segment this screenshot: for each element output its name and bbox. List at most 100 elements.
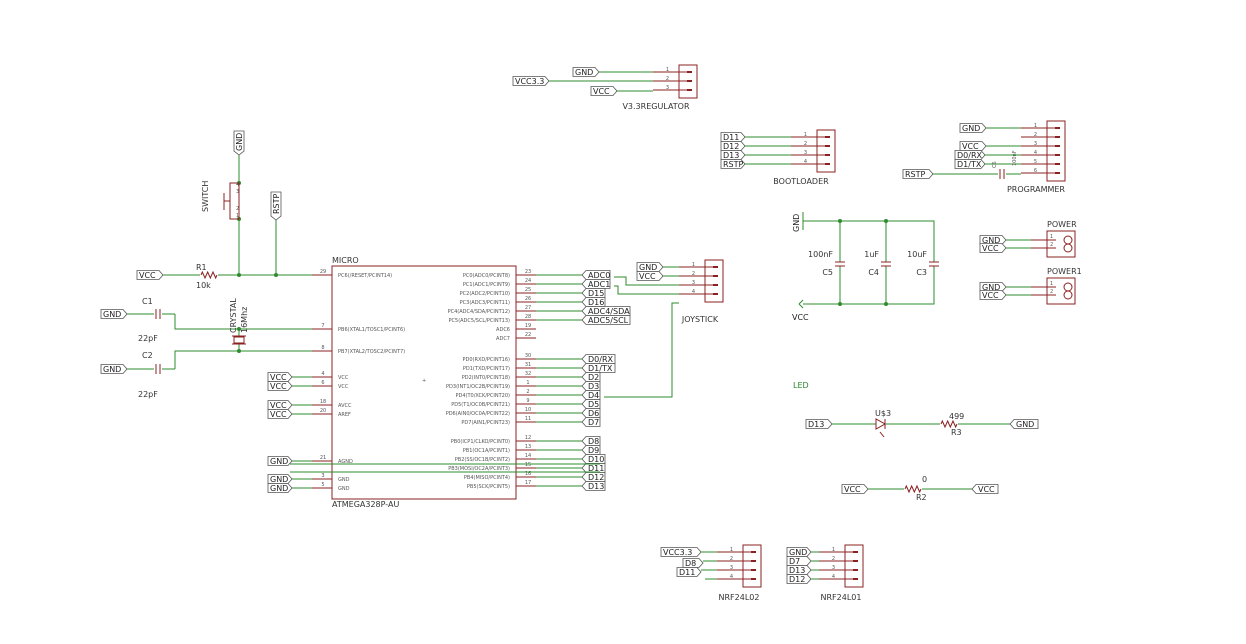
mcu-pin-name: PD3(INT1/OC2B/PCINT19) [446, 384, 510, 390]
mcu-value: ATMEGA328P-AU [332, 500, 399, 509]
pin-number: 3 [804, 150, 807, 156]
pin-socket [853, 551, 858, 553]
nrf1-net-1: D7 [786, 556, 812, 566]
c2-name: C2 [142, 351, 153, 360]
cap-value: 10uF [907, 250, 927, 259]
net-label-text: D16 [588, 298, 604, 307]
nrf2-v33-flag: VCC3.3 [660, 547, 702, 557]
net-label-12: D4 [581, 390, 601, 400]
net-label-text: D0/RX [957, 151, 983, 160]
pin-socket [1055, 127, 1060, 129]
mcu-pin-name: PB6(XTAL1/TOSC1/PCINT6) [338, 327, 405, 333]
bootloader-net-3: RSTP [720, 159, 746, 169]
pin-number: 6 [1034, 168, 1037, 174]
mcu-pin-name: ADC7 [496, 336, 510, 342]
pin-number: 1 [666, 67, 669, 73]
pin-socket [751, 560, 756, 562]
net-flag-outline [581, 436, 601, 446]
mcu-pin-name: PD6(AIN0/OC0A/PCINT22) [446, 411, 510, 417]
mcu-pin-name: AREF [338, 412, 351, 418]
mcu-pin-number: 13 [525, 444, 531, 450]
crystal-body [233, 336, 245, 344]
mcu-pin-number: 22 [525, 332, 531, 338]
pin-socket [1055, 145, 1060, 147]
mcu-pin-number: 16 [525, 471, 531, 477]
net-flag-outline [581, 306, 631, 316]
connector-name: PROGRAMMER [1007, 185, 1065, 194]
cap-value: 100nF [808, 250, 833, 259]
mcu-pin-number: 21 [320, 455, 326, 461]
c6-name: C6 [992, 161, 998, 168]
net-label-11: D3 [581, 381, 601, 391]
power-body [1046, 277, 1076, 305]
gnd-flag [233, 130, 245, 156]
pin-number: 4 [692, 289, 695, 295]
joy-d4-wire [604, 302, 679, 398]
c1-capacitor [155, 309, 161, 319]
net-label-text: D4 [588, 391, 599, 400]
net-flag-outline [136, 270, 164, 280]
nrf1-net-2: D13 [786, 565, 812, 575]
net-label-text: D13 [723, 151, 739, 160]
led-heading: LED [793, 381, 809, 390]
mcu-pin-number: 3 [321, 473, 324, 479]
net-flag-outline [581, 481, 606, 491]
net-flag-outline [979, 282, 1007, 292]
mcu-pin-name: GND [338, 477, 350, 483]
led-name: U$3 [875, 409, 891, 418]
pin-number: 4 [1034, 150, 1037, 156]
pin-socket [825, 154, 830, 156]
net-flag-outline [267, 456, 293, 466]
joy-gnd-flag: GND [636, 262, 664, 272]
net-flag-outline [959, 141, 987, 151]
net-flag-outline [572, 67, 600, 77]
joy-adc1-wire [614, 285, 679, 295]
net-label-text: GND [982, 236, 1000, 245]
pin-socket [751, 569, 756, 571]
junction-dot [838, 219, 842, 223]
net-label-5: ADC5/SCL [581, 315, 631, 325]
mcu-pin-number: 10 [525, 407, 531, 413]
net-flag-outline [805, 419, 833, 429]
nrf1-net-3: D12 [786, 574, 812, 584]
wire [174, 314, 312, 330]
mcu-pin-number: 18 [320, 399, 326, 405]
net-flag-outline [581, 279, 611, 289]
r2-vcc-b-flag: VCC [971, 484, 999, 494]
mcu-body [331, 265, 517, 500]
net-flag-outline [979, 290, 1007, 300]
pin-socket [751, 551, 756, 553]
connector-body [742, 544, 762, 588]
net-label-text: D13 [789, 566, 805, 575]
mcu-pin-number: 32 [525, 371, 531, 377]
c2-capacitor [155, 364, 161, 374]
nrf2-d11-flag: D11 [676, 567, 702, 577]
net-label-text: VCC [844, 485, 861, 494]
net-label-text: GND [103, 365, 121, 374]
net-flag-outline [720, 141, 746, 151]
resistor-zigzag [904, 484, 922, 494]
pin-number: 2 [832, 556, 835, 562]
decoupling-cap-2 [929, 261, 939, 267]
c6-value: 100nF [1012, 150, 1018, 166]
mcu-pin-name: AGND [338, 459, 353, 465]
net-label-text: ADC4/SDA [588, 307, 630, 316]
wire [803, 266, 935, 305]
net-flag-outline [581, 381, 601, 391]
pin-socket [687, 71, 692, 73]
net-flag-agnd: GND [267, 456, 293, 466]
net-flag-outline [959, 123, 987, 133]
r2-vcc-a-flag: VCC [841, 484, 869, 494]
crystal-name: CRYSTAL [229, 298, 238, 333]
net-flag-outline [581, 408, 601, 418]
mcu-pin-number: 24 [525, 278, 531, 284]
net-label-text: D11 [723, 133, 739, 142]
net-flag-outline [267, 381, 293, 391]
mcu-pin-name: AVCC [338, 403, 352, 409]
pin-number: 1 [730, 547, 733, 553]
